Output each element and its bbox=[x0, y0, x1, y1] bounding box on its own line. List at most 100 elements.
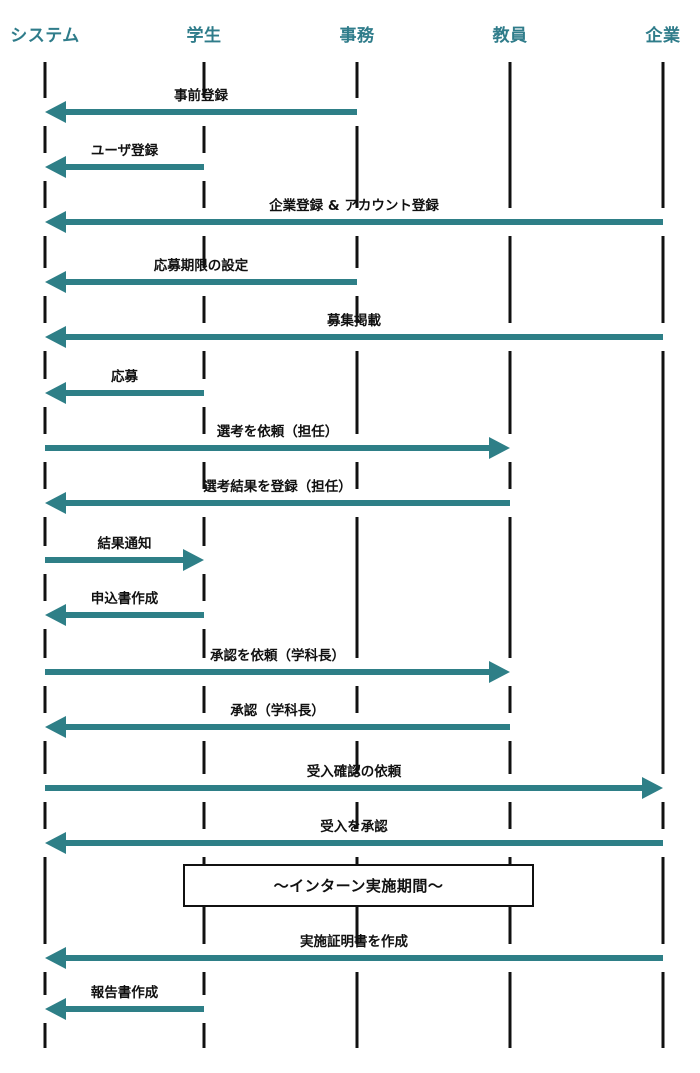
lifeline-office bbox=[355, 907, 359, 944]
message-label: 選考を依頼（担任） bbox=[216, 424, 339, 440]
message-line bbox=[45, 445, 489, 451]
message-line bbox=[66, 219, 663, 225]
message-line bbox=[66, 840, 663, 846]
arrow-head-left-icon bbox=[45, 156, 66, 178]
lifeline-teacher bbox=[508, 741, 512, 774]
lifeline-office bbox=[355, 972, 359, 1048]
participant-label-teacher: 教員 bbox=[492, 26, 528, 46]
lifeline-student bbox=[202, 62, 206, 98]
message-label: 報告書作成 bbox=[90, 985, 159, 1001]
lifeline-company bbox=[661, 236, 665, 323]
lifeline-teacher bbox=[508, 236, 512, 323]
arrow-head-right-icon bbox=[183, 549, 204, 571]
message-label: 実施証明書を作成 bbox=[300, 934, 408, 950]
participant-label-student: 学生 bbox=[186, 26, 222, 46]
lifeline-office bbox=[355, 741, 359, 774]
lifeline-system bbox=[43, 517, 47, 546]
lifeline-student bbox=[202, 462, 206, 489]
lifeline-system bbox=[43, 181, 47, 208]
lifeline-student bbox=[202, 296, 206, 323]
message-label: 結果通知 bbox=[97, 536, 152, 552]
message-label: 応募 bbox=[111, 369, 138, 385]
lifeline-student bbox=[202, 686, 206, 713]
note-text: ～インターン実施期間～ bbox=[273, 877, 444, 895]
message-line bbox=[66, 724, 510, 730]
arrow-head-left-icon bbox=[45, 716, 66, 738]
message-line bbox=[66, 390, 204, 396]
lifeline-office bbox=[355, 351, 359, 434]
lifeline-system bbox=[43, 462, 47, 489]
lifeline-teacher bbox=[508, 62, 512, 208]
arrow-head-left-icon bbox=[45, 832, 66, 854]
lifeline-company bbox=[661, 802, 665, 829]
lifeline-student bbox=[202, 972, 206, 995]
lifeline-teacher bbox=[508, 802, 512, 829]
lifeline-student bbox=[202, 802, 206, 829]
message-label: 受入確認の依頼 bbox=[306, 764, 402, 780]
arrow-head-left-icon bbox=[45, 211, 66, 233]
lifeline-company bbox=[661, 972, 665, 1048]
message-line bbox=[66, 1006, 204, 1012]
lifeline-system bbox=[43, 126, 47, 153]
lifeline-office bbox=[355, 686, 359, 713]
arrow-head-left-icon bbox=[45, 101, 66, 123]
participant-label-company: 企業 bbox=[645, 26, 681, 46]
lifeline-system bbox=[43, 236, 47, 268]
lifeline-office bbox=[355, 517, 359, 658]
arrow-head-left-icon bbox=[45, 492, 66, 514]
arrow-head-left-icon bbox=[45, 947, 66, 969]
message-label: 事前登録 bbox=[174, 88, 228, 104]
lifeline-student bbox=[202, 407, 206, 434]
lifeline-teacher bbox=[508, 686, 512, 713]
lifeline-student bbox=[202, 741, 206, 774]
lifeline-student bbox=[202, 1023, 206, 1048]
message-line bbox=[45, 785, 642, 791]
lifeline-student bbox=[202, 126, 206, 153]
lifeline-office bbox=[355, 126, 359, 208]
arrow-head-left-icon bbox=[45, 998, 66, 1020]
lifeline-teacher bbox=[508, 462, 512, 489]
lifeline-student bbox=[202, 181, 206, 208]
lifeline-student bbox=[202, 857, 206, 864]
participant-label-office: 事務 bbox=[339, 26, 375, 46]
message-label: 選考結果を登録（担任） bbox=[203, 479, 352, 495]
lifeline-company bbox=[661, 351, 665, 774]
lifeline-teacher bbox=[508, 517, 512, 658]
message-label: 受入を承認 bbox=[320, 819, 388, 835]
lifeline-system bbox=[43, 1023, 47, 1048]
lifeline-office bbox=[355, 857, 359, 864]
lifeline-company bbox=[661, 62, 665, 208]
arrow-head-right-icon bbox=[489, 661, 510, 683]
message-label: 承認を依頼（学科長） bbox=[210, 648, 345, 664]
message-label: 申込書作成 bbox=[90, 591, 159, 607]
message-label: 募集掲載 bbox=[327, 313, 381, 329]
lifeline-teacher bbox=[508, 972, 512, 1048]
message-line bbox=[66, 612, 204, 618]
arrow-head-right-icon bbox=[642, 777, 663, 799]
lifeline-student bbox=[202, 517, 206, 546]
lifeline-office bbox=[355, 802, 359, 829]
lifeline-system bbox=[43, 296, 47, 323]
lifeline-teacher bbox=[508, 857, 512, 864]
message-line bbox=[66, 109, 357, 115]
arrow-head-left-icon bbox=[45, 604, 66, 626]
message-line bbox=[45, 669, 489, 675]
lifeline-student bbox=[202, 351, 206, 379]
lifeline-office bbox=[355, 462, 359, 489]
lifeline-office bbox=[355, 62, 359, 98]
message-label: 企業登録 & アカウント登録 bbox=[269, 198, 439, 214]
lifeline-system bbox=[43, 686, 47, 713]
arrow-head-left-icon bbox=[45, 271, 66, 293]
arrow-head-left-icon bbox=[45, 382, 66, 404]
message-label: 応募期限の設定 bbox=[153, 258, 249, 274]
lifeline-company bbox=[661, 857, 665, 944]
lifeline-teacher bbox=[508, 351, 512, 434]
lifeline-system bbox=[43, 741, 47, 774]
message-line bbox=[66, 955, 663, 961]
lifeline-student bbox=[202, 907, 206, 944]
message-label: ユーザ登録 bbox=[90, 143, 159, 159]
message-line bbox=[66, 500, 510, 506]
lifeline-system bbox=[43, 857, 47, 944]
note-box-intern-period: ～インターン実施期間～ bbox=[183, 864, 534, 907]
lifeline-system bbox=[43, 62, 47, 98]
